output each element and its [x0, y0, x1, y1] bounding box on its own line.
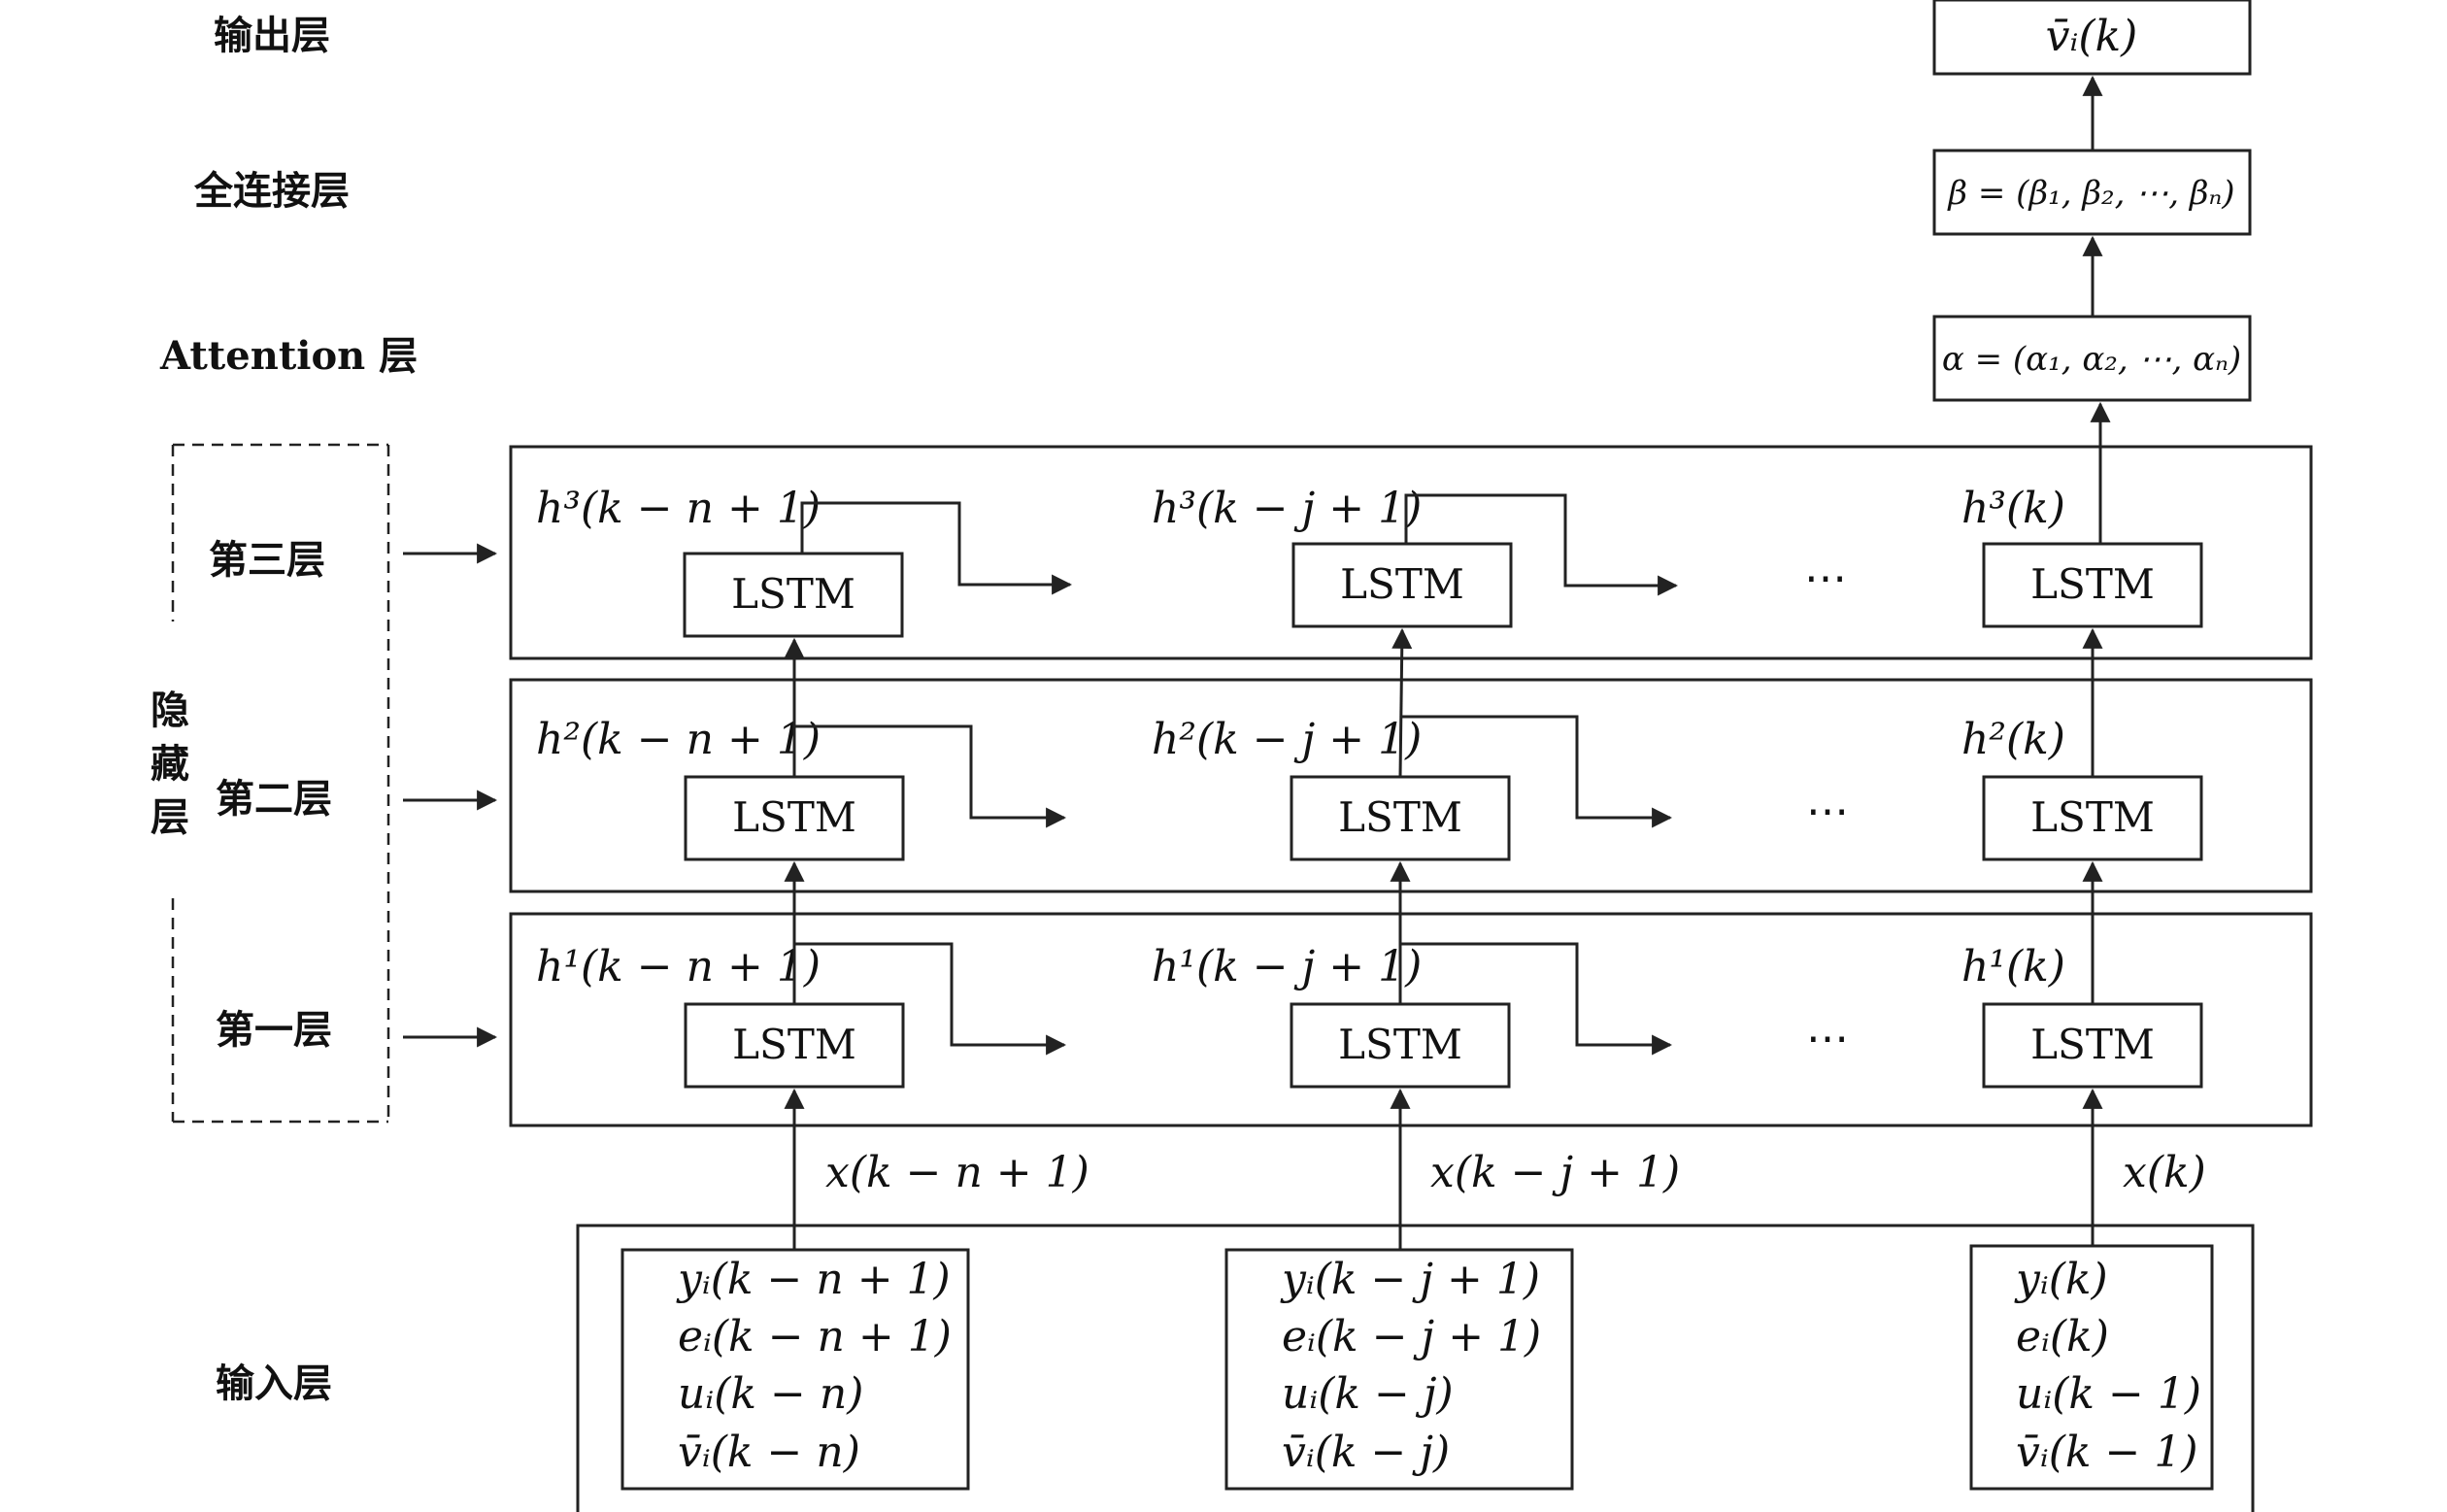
ellipsis-3: ⋯ [1804, 554, 1847, 603]
input-layer-frame [576, 1224, 2255, 1512]
lstm-label-3-2: LSTM [1340, 560, 1464, 608]
recurrent-arrow-3-1 [800, 501, 1073, 595]
input-box-2-line-4: v̄ᵢ(k − j) [1282, 1428, 1450, 1477]
hidden-state-1-1: h¹(k − n + 1) [536, 942, 821, 991]
input-box-1-line-3: uᵢ(k − n) [678, 1369, 863, 1419]
label-attention-layer: Attention 层 [159, 333, 418, 379]
hidden-state-2-2: h²(k − j + 1) [1152, 715, 1422, 764]
lstm-label-2-2: LSTM [1338, 793, 1462, 841]
second-layer-panel: h²(k − n + 1) h²(k − j + 1) h²(k) LSTM L… [509, 678, 2313, 893]
output-value: v̄ᵢ(k) [2046, 12, 2138, 61]
lstm-cell-3-3 [1982, 542, 2203, 628]
input-box-3-line-1: yᵢ(k) [2014, 1255, 2108, 1304]
lstm-label-1-3: LSTM [2030, 1021, 2155, 1068]
fully-connected-value: β = (β₁, β₂, ⋯, βₙ) [1946, 174, 2234, 213]
input-x-1: x(k − n + 1) [825, 1148, 1089, 1197]
input-layer-panel: yᵢ(k − n + 1) eᵢ(k − n + 1) uᵢ(k − n) v̄… [576, 1224, 2255, 1512]
input-box-3 [1969, 1244, 2214, 1491]
recurrent-arrow-1-2 [1400, 942, 1673, 1056]
lstm-label-2-3: LSTM [2030, 793, 2155, 841]
input-box-1-line-2: eᵢ(k − n + 1) [678, 1312, 952, 1361]
lstm-label-2-1: LSTM [732, 793, 856, 841]
label-third-layer: 第三层 [209, 538, 325, 583]
input-box-1-line-4: v̄ᵢ(k − n) [678, 1428, 860, 1477]
input-box-3-line-2: eᵢ(k) [2016, 1312, 2109, 1361]
output-box [1932, 0, 2252, 76]
label-second-layer: 第二层 [216, 777, 332, 822]
input-box-1 [620, 1248, 970, 1491]
input-x-3: x(k) [2123, 1148, 2206, 1197]
input-box-3-line-3: uᵢ(k − 1) [2016, 1369, 2201, 1419]
recurrent-arrow-2-1 [794, 724, 1067, 828]
input-box-2-line-2: eᵢ(k − j + 1) [1282, 1312, 1541, 1361]
label-hidden-layer-char-3: 层 [151, 795, 189, 840]
label-fully-connected-layer: 全连接层 [193, 169, 350, 214]
ellipsis-1: ⋯ [1806, 1014, 1849, 1063]
hidden-state-3-2: h³(k − j + 1) [1152, 484, 1422, 533]
input-box-2-line-3: uᵢ(k − j) [1282, 1369, 1454, 1419]
input-x-2: x(k − j + 1) [1430, 1148, 1680, 1197]
ellipsis-2: ⋯ [1806, 787, 1849, 836]
attention-value: α = (α₁, α₂, ⋯, αₙ) [1942, 340, 2241, 379]
first-layer-panel: h¹(k − n + 1) h¹(k − j + 1) h¹(k) LSTM L… [509, 912, 2313, 1127]
lstm-label-3-3: LSTM [2030, 560, 2155, 608]
hidden-layer-group: 隐 藏 层 [151, 443, 390, 1124]
lstm-cell-3-1 [683, 552, 904, 638]
input-box-2-line-1: yᵢ(k − j + 1) [1280, 1255, 1540, 1304]
recurrent-arrow-2-2 [1400, 715, 1673, 828]
hidden-state-2-1: h²(k − n + 1) [536, 715, 821, 764]
label-first-layer: 第一层 [216, 1008, 332, 1053]
recurrent-arrow-1-1 [794, 942, 1067, 1056]
hidden-state-2-3: h²(k) [1961, 715, 2065, 764]
hidden-state-3-1: h³(k − n + 1) [536, 484, 821, 533]
input-box-3-line-4: v̄ᵢ(k − 1) [2016, 1428, 2198, 1477]
label-hidden-layer-char-1: 隐 [151, 689, 189, 733]
lstm-label-3-1: LSTM [731, 570, 855, 618]
lstm-label-1-2: LSTM [1338, 1021, 1462, 1068]
hidden-state-1-2: h¹(k − j + 1) [1152, 942, 1422, 991]
third-layer-panel: h³(k − n + 1) h³(k − j + 1) h³(k) LSTM L… [509, 445, 2313, 660]
hidden-state-3-3: h³(k) [1961, 484, 2065, 533]
label-output-layer: 输出层 [214, 14, 330, 58]
input-box-1-line-1: yᵢ(k − n + 1) [676, 1255, 951, 1304]
label-hidden-layer-char-2: 藏 [151, 742, 189, 787]
hidden-state-1-3: h¹(k) [1961, 942, 2065, 991]
label-input-layer: 输入层 [216, 1361, 332, 1406]
arrow-up-col2-2to3 [1391, 627, 1413, 778]
lstm-cell-3-2 [1291, 542, 1513, 628]
input-box-2 [1224, 1248, 1574, 1491]
lstm-label-1-1: LSTM [732, 1021, 856, 1068]
recurrent-arrow-3-2 [1404, 493, 1679, 596]
